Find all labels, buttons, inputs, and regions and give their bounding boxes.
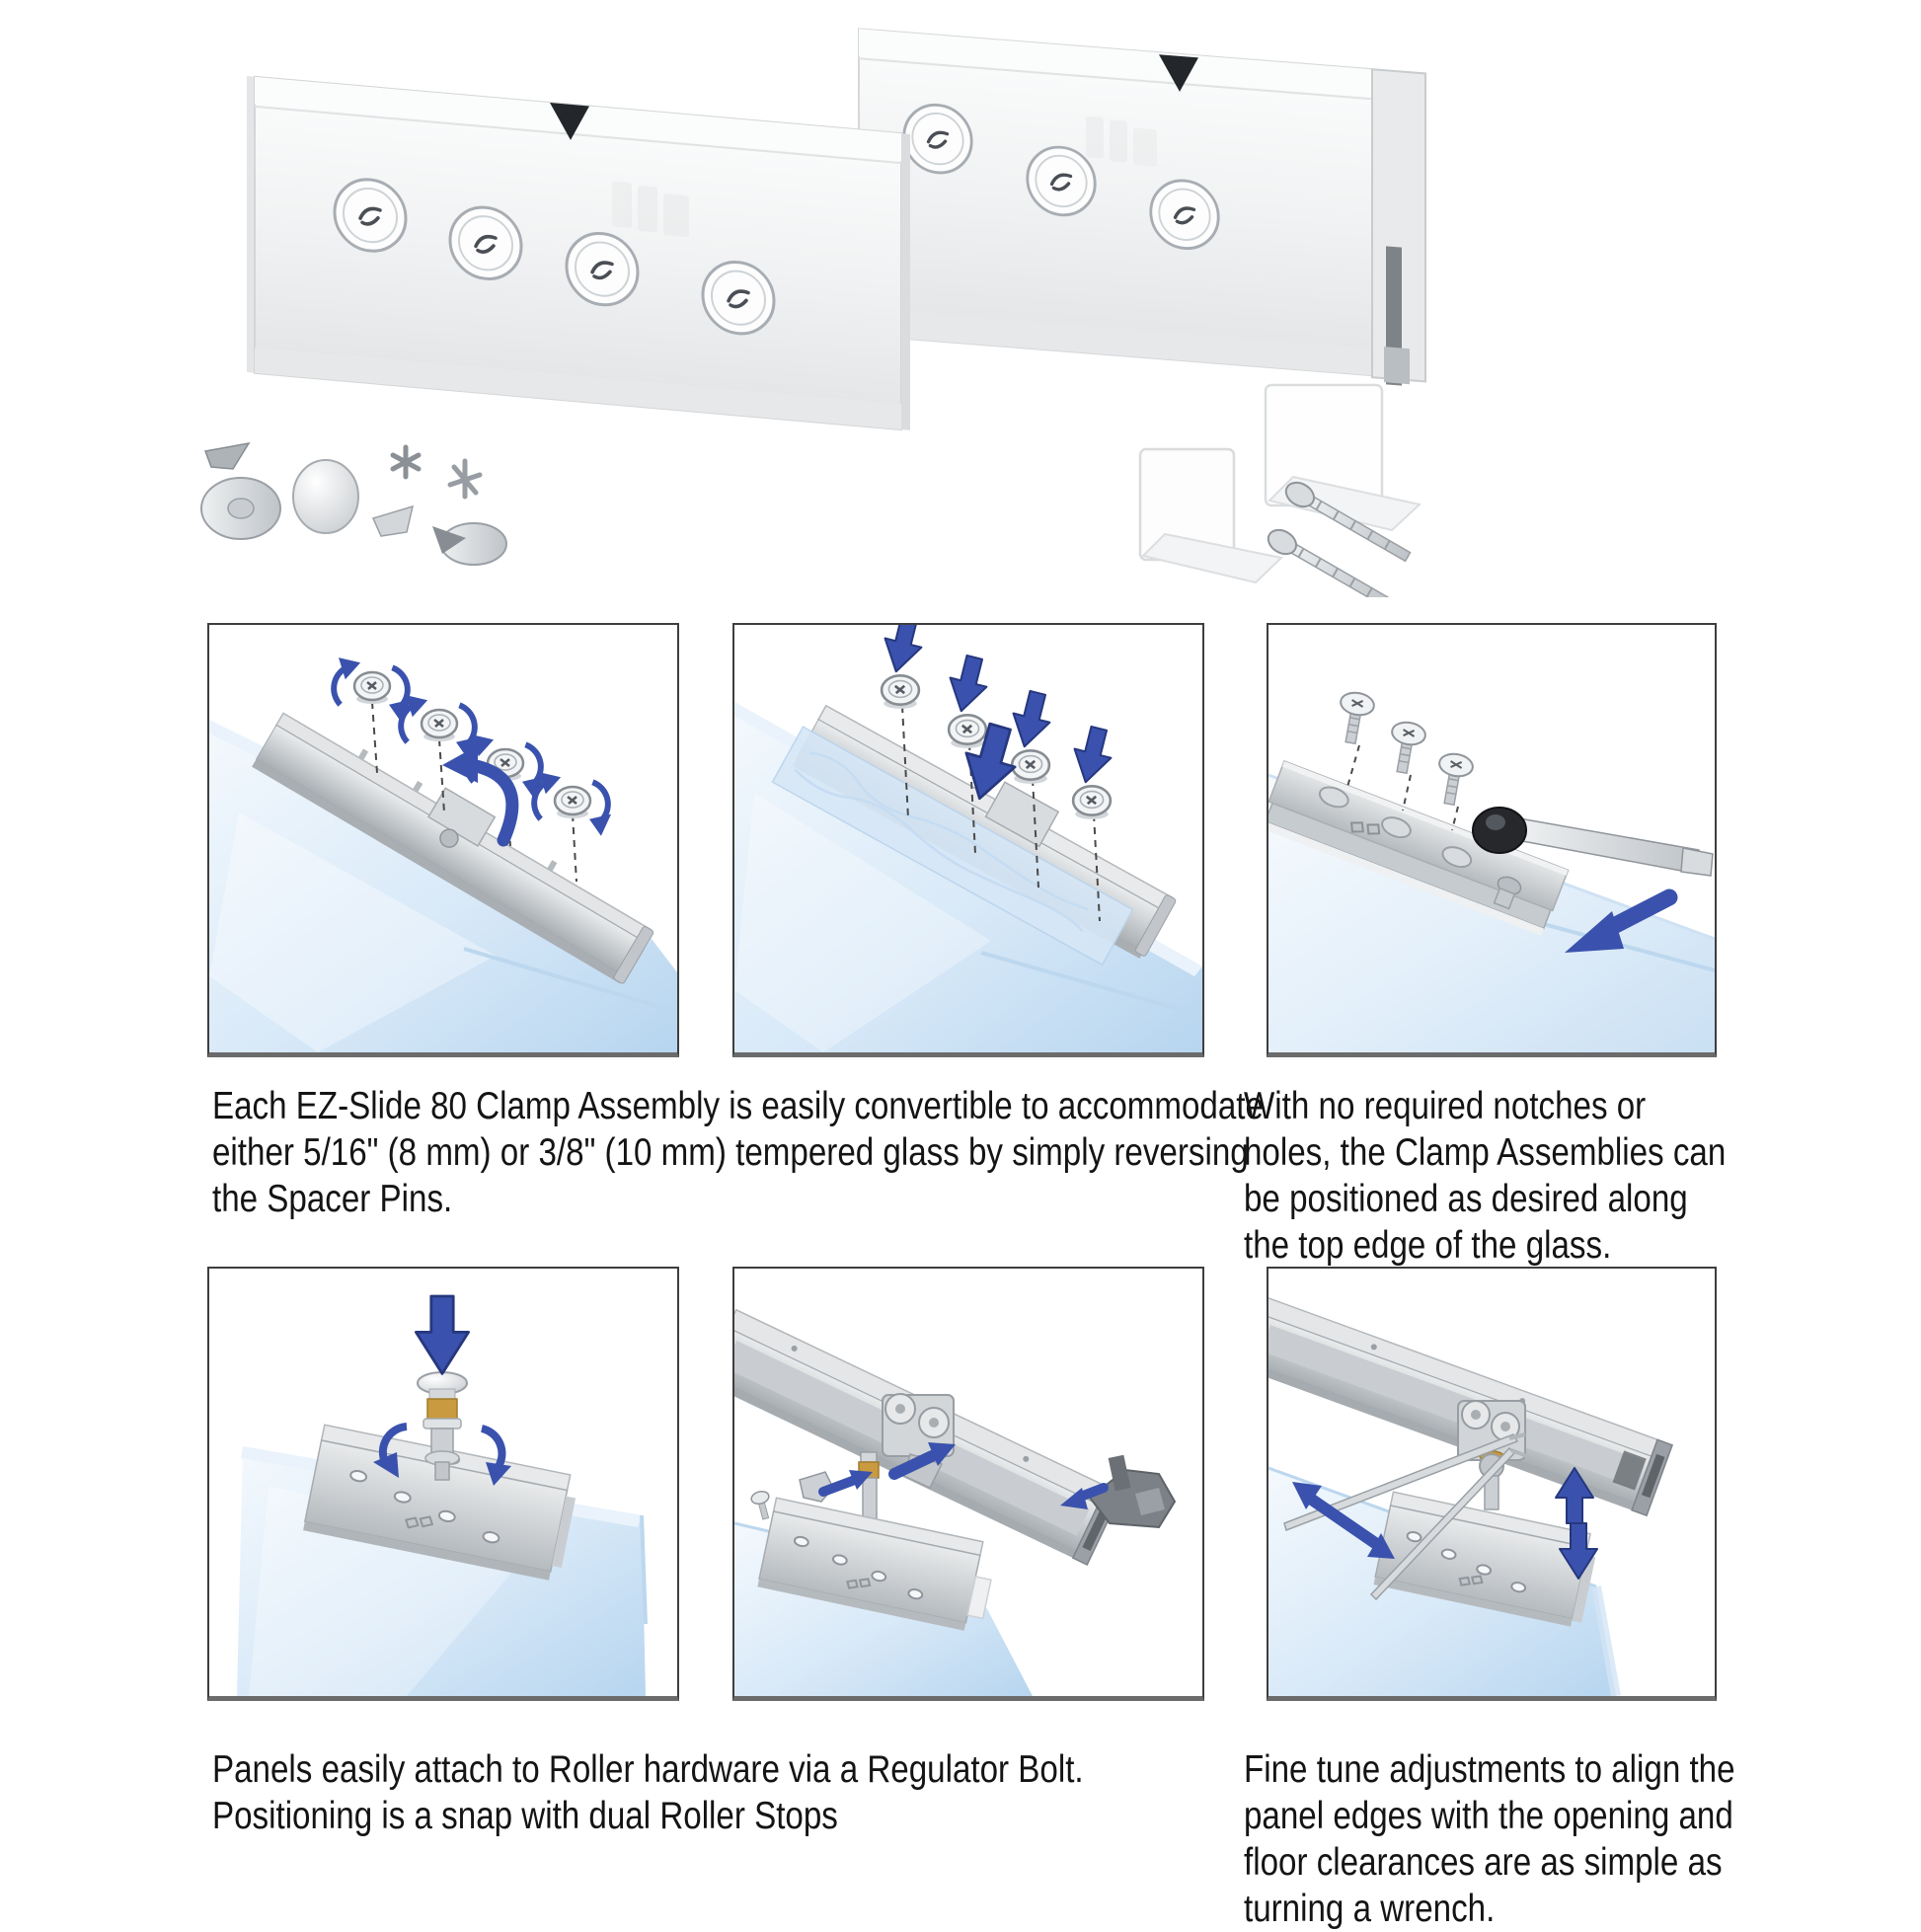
roller-stop [1088, 1454, 1177, 1529]
clamp-bar [252, 712, 654, 984]
watermark [1086, 116, 1157, 167]
track-channel [1268, 1296, 1674, 1517]
pin-slots [349, 1470, 500, 1544]
slide-arrow [1565, 889, 1678, 953]
roller-hanger [1457, 1400, 1526, 1510]
leader-lines [1346, 744, 1459, 831]
clamp-bar [771, 704, 1177, 966]
caption-convertible: Each EZ-Slide 80 Clamp Assembly is easil… [212, 1085, 1264, 1220]
regulator-bolt [858, 1451, 880, 1522]
illustration-regulator-bolt [237, 1294, 648, 1696]
spacer-pin-hardware [200, 441, 507, 566]
illustration-reverse-spacer-pins [209, 625, 677, 1052]
adjustment-wrench [1283, 1432, 1528, 1601]
small-screw [750, 1491, 770, 1520]
attach-arrows [818, 1442, 1109, 1509]
illustration-position-clamp [1268, 689, 1715, 1052]
step-panel-insert-pins [732, 623, 1204, 1057]
pin-slots [1406, 1530, 1527, 1593]
insert-arrow [414, 1294, 471, 1375]
clamp-assembly-front [247, 75, 910, 431]
clamp-assembly-rear [858, 28, 1426, 386]
flip-arrow [442, 745, 519, 847]
leader-lines [901, 705, 1101, 922]
step-panel-reverse-spacer-pins [207, 623, 679, 1057]
clamp-end-channel [1371, 68, 1426, 386]
watermark [612, 181, 689, 238]
illustration-attach-roller [734, 1308, 1177, 1696]
step-panel-fine-tune [1267, 1267, 1717, 1701]
step-panel-regulator-bolt [207, 1267, 679, 1701]
mounting-screws [1267, 481, 1412, 597]
step-panel-attach-roller [732, 1267, 1204, 1701]
caption-roller-attach: Panels easily attach to Roller hardware … [212, 1748, 1084, 1837]
roller-notch [550, 102, 589, 140]
adjust-arrows [1292, 1467, 1598, 1580]
step-panel-position-clamp [1267, 623, 1717, 1057]
clamp-plate [757, 1497, 992, 1631]
product-photo [200, 28, 1426, 597]
roller-hanger [882, 1393, 955, 1489]
illustration-fine-tune [1268, 1296, 1674, 1696]
clamp-plate [1373, 1491, 1596, 1627]
ratchet-wrench [1472, 807, 1714, 877]
illustration-insert-pins [734, 625, 1202, 1052]
rotate-arrows [373, 1423, 511, 1486]
roller-notch [1159, 54, 1198, 92]
protective-film [771, 726, 1134, 966]
pin-slots [793, 1535, 924, 1600]
screw-holes [1318, 786, 1473, 869]
caption-no-notches: With no required notches or holes, the C… [1244, 1085, 1727, 1267]
caption-fine-tune: Fine tune adjustments to align the panel… [1244, 1748, 1735, 1930]
